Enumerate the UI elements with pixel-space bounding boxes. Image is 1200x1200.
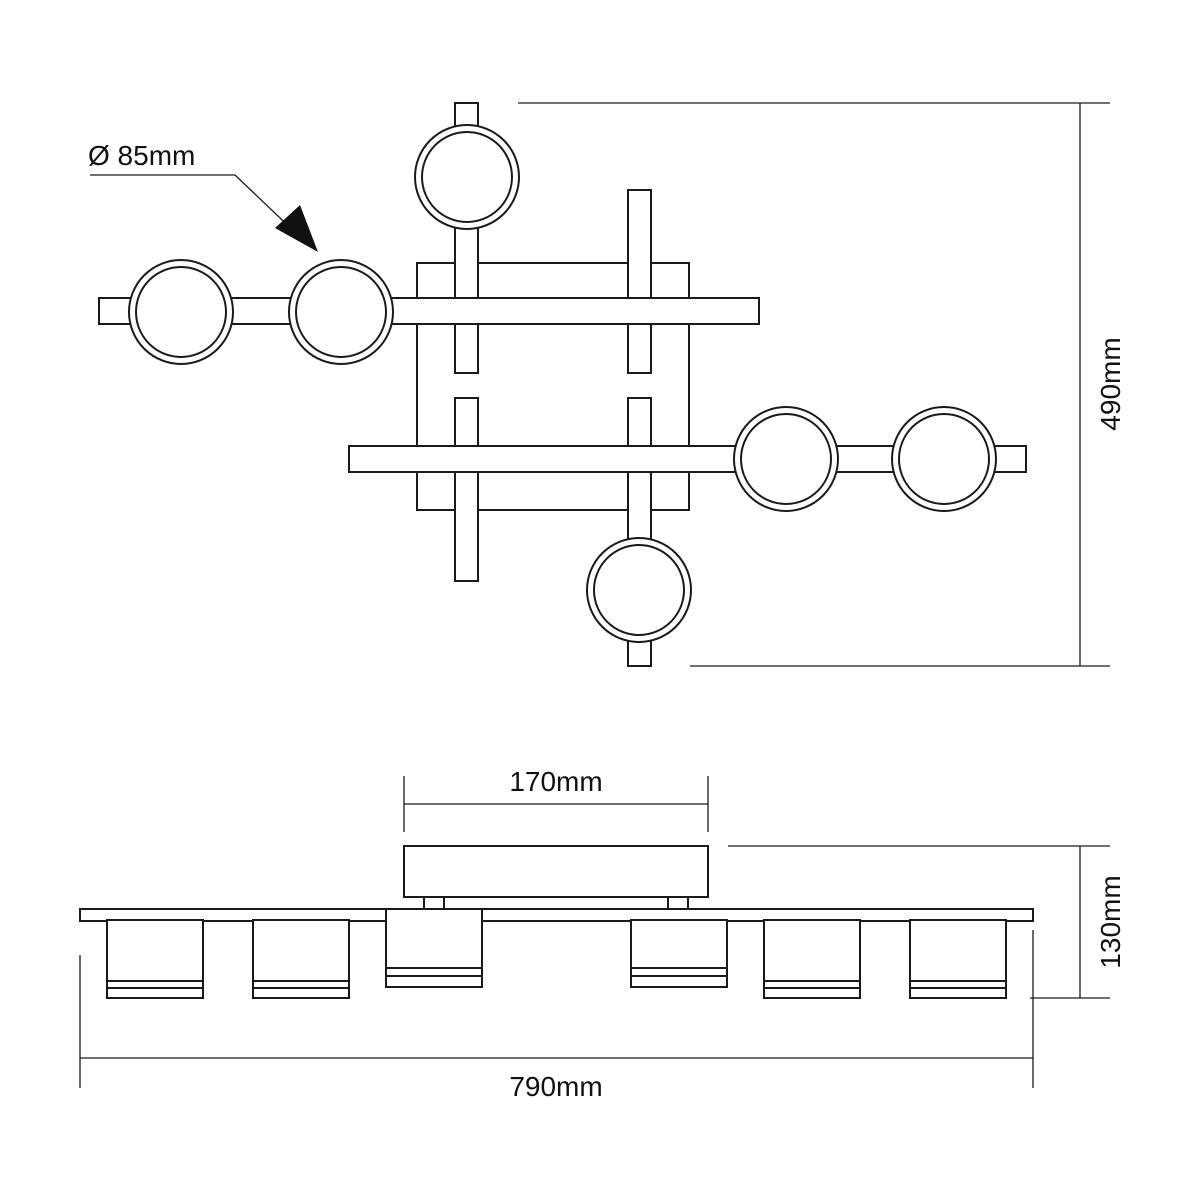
lamp-side-6 [909, 919, 1007, 999]
connector-left [423, 896, 445, 910]
diameter-callout: Ø 85mm [88, 140, 318, 252]
lamp-head-2 [288, 259, 394, 365]
vertical-bar-left-bottom [454, 397, 479, 582]
canopy [403, 845, 709, 898]
lamp-head-4 [733, 406, 839, 512]
total-width-dimension: 790mm [79, 930, 1034, 1102]
base-width-label: 170mm [509, 766, 602, 797]
total-width-label: 790mm [509, 1071, 602, 1102]
lamp-head-6 [586, 537, 692, 643]
top-view: Ø 85mm 490mm [88, 102, 1126, 667]
side-view: 170mm [79, 766, 1126, 1102]
leader-line [90, 174, 301, 238]
height-dimension-side: 130mm [728, 845, 1126, 999]
lamp-side-center [385, 908, 483, 988]
base-width-dimension: 170mm [403, 766, 709, 832]
lamp-side-4 [630, 919, 728, 988]
lamp-side-5 [763, 919, 861, 999]
main-bar [79, 908, 1034, 922]
side-height-label: 130mm [1095, 875, 1126, 968]
lamp-head-3 [414, 124, 520, 230]
height-dimension-top: 490mm [518, 102, 1126, 667]
height-label: 490mm [1095, 337, 1126, 430]
vertical-bar-right-top [627, 189, 652, 374]
arrowhead-icon [275, 205, 318, 252]
diameter-label: Ø 85mm [88, 140, 195, 171]
lamp-head-5 [891, 406, 997, 512]
lamp-side-2 [252, 919, 350, 999]
lamp-side-1 [106, 919, 204, 999]
lamp-head-1 [128, 259, 234, 365]
connector-right [667, 896, 689, 910]
